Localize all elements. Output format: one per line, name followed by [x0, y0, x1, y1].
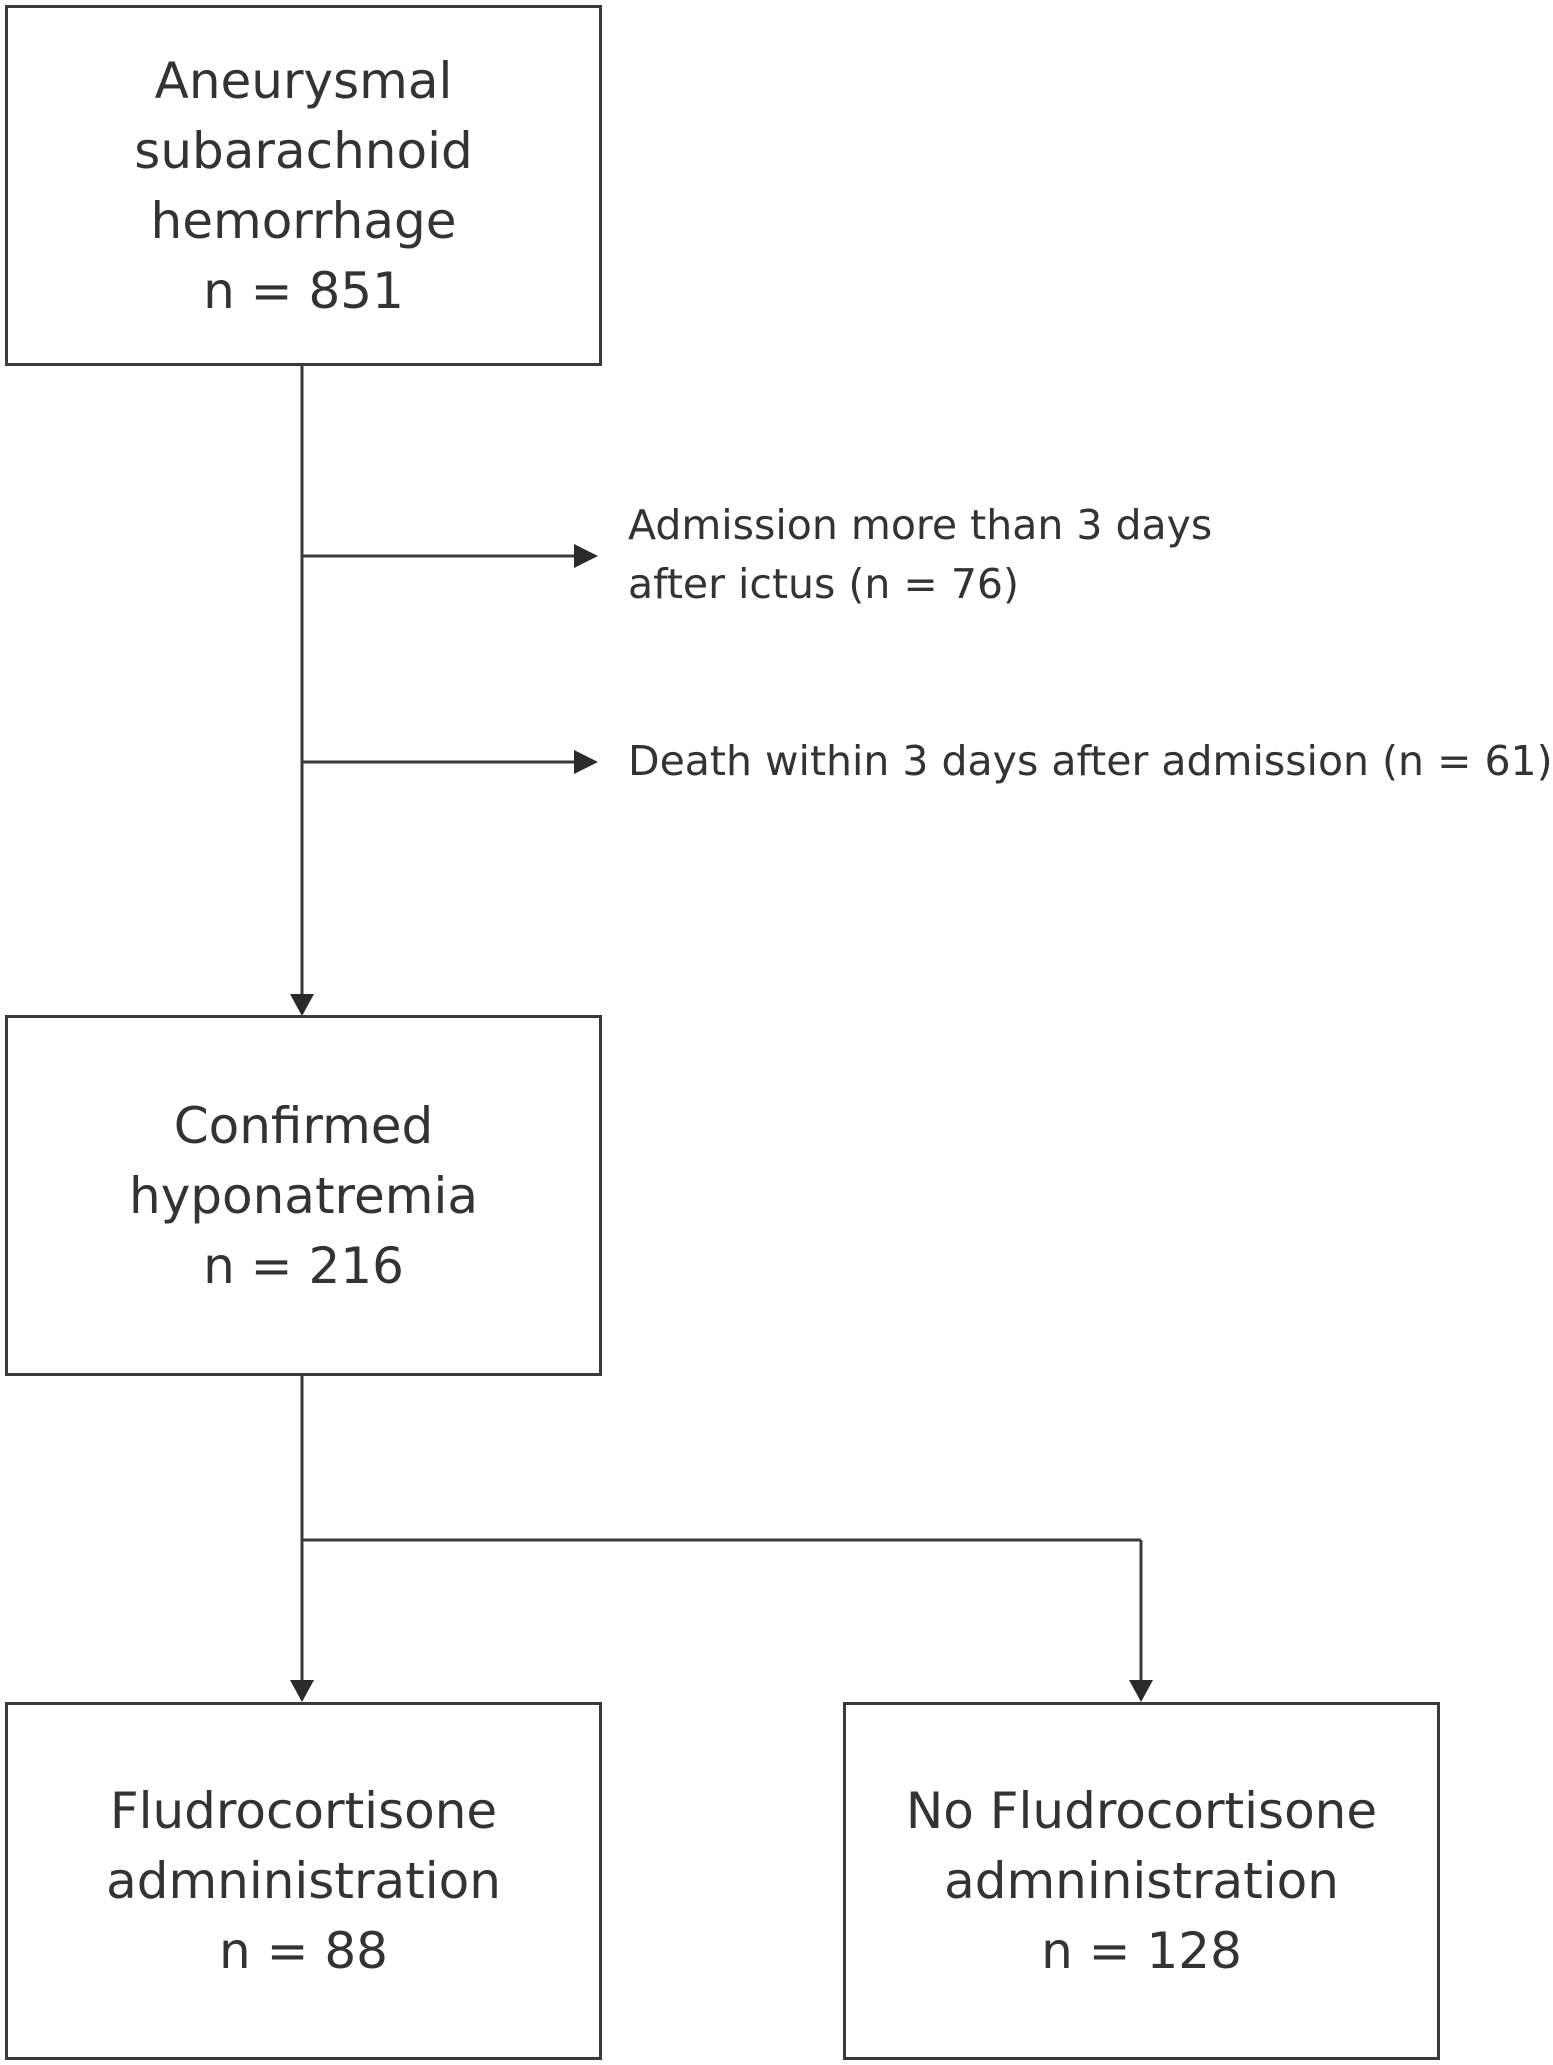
- trunk-arrowhead: [290, 994, 314, 1016]
- exclusion-late-admission-line-2: after ictus (n = 76): [628, 560, 1019, 608]
- box-fludrocortisone: Fludrocortisone admninistration n = 88: [5, 1702, 602, 2060]
- box-start-text: Aneurysmal subarachnoid hemorrhage n = 8…: [134, 46, 472, 326]
- box-no-fludro-count: n = 128: [1041, 1922, 1242, 1980]
- box-start-line-2: subarachnoid: [134, 121, 473, 180]
- box-fludro-line-2: admninistration: [106, 1852, 501, 1910]
- box-confirmed-count: n = 216: [203, 1236, 404, 1295]
- branch-arrowhead-fludro: [290, 1680, 314, 1702]
- box-no-fludro-line-1: No Fludrocortisone: [905, 1782, 1378, 1840]
- box-confirmed-hyponatremia: Confirmed hyponatremia n = 216: [5, 1015, 602, 1376]
- box-confirmed-line-1: Confirmed: [173, 1096, 434, 1155]
- box-confirmed-line-2: hyponatremia: [129, 1166, 478, 1225]
- box-start-population: Aneurysmal subarachnoid hemorrhage n = 8…: [5, 5, 602, 366]
- box-confirmed-text: Confirmed hyponatremia n = 216: [129, 1091, 478, 1301]
- box-no-fludro-line-2: admninistration: [944, 1852, 1339, 1910]
- exclusion-arrowhead-late-admission: [574, 544, 598, 568]
- box-no-fludrocortisone: No Fludrocortisone admninistration n = 1…: [843, 1702, 1440, 2060]
- box-start-line-3: hemorrhage: [150, 191, 457, 250]
- branch-arrowhead-no-fludro: [1129, 1680, 1153, 1702]
- exclusion-arrowhead-early-death: [574, 750, 598, 774]
- box-fludro-text: Fludrocortisone admninistration n = 88: [106, 1776, 501, 1986]
- box-fludro-count: n = 88: [219, 1922, 388, 1980]
- box-start-line-1: Aneurysmal: [154, 51, 453, 110]
- exclusion-early-death-line-1: Death within 3 days after admission (n =…: [628, 737, 1553, 785]
- exclusion-early-death: Death within 3 days after admission (n =…: [628, 732, 1553, 791]
- box-no-fludro-text: No Fludrocortisone admninistration n = 1…: [906, 1776, 1377, 1986]
- exclusion-late-admission: Admission more than 3 days after ictus (…: [628, 496, 1212, 614]
- box-fludro-line-1: Fludrocortisone: [109, 1782, 498, 1840]
- exclusion-late-admission-line-1: Admission more than 3 days: [628, 501, 1213, 549]
- box-start-count: n = 851: [203, 261, 404, 320]
